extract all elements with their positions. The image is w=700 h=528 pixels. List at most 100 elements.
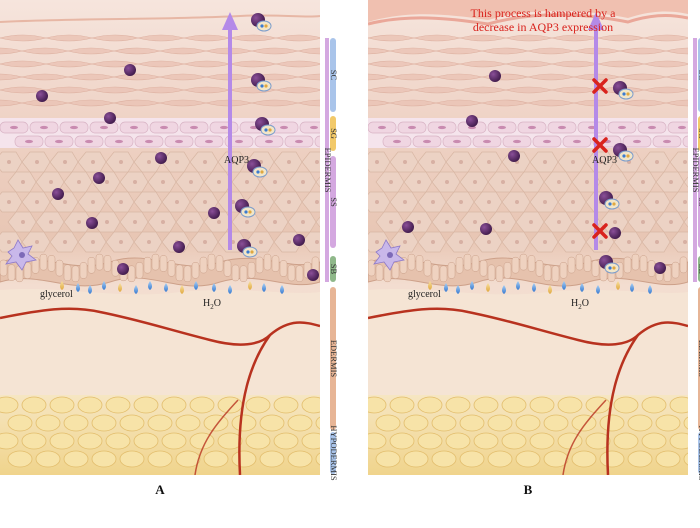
water-drop-icon xyxy=(548,285,552,294)
glycerol-label: glycerol xyxy=(40,289,73,300)
epidermis-tag-label: EPIDERMIS xyxy=(323,148,333,193)
blocked-cross-icon xyxy=(592,78,608,94)
layer-tag-label: SB xyxy=(697,264,700,275)
glycerol-molecule-icon xyxy=(293,234,305,246)
h2o-label: H2O xyxy=(571,298,589,311)
blocked-cross-icon xyxy=(592,137,608,153)
stratum-basale xyxy=(368,253,688,287)
glycerol-molecule-icon xyxy=(508,150,520,162)
aqp3-label: AQP3 xyxy=(592,155,617,166)
water-drop-icon xyxy=(502,285,506,294)
glycerol-molecule-icon xyxy=(124,64,136,76)
annotation-line: decrease in AQP3 expression xyxy=(473,20,613,34)
layer-tag-label: SC xyxy=(697,70,700,81)
layer-tag-label: HYPODERMIS xyxy=(697,425,700,481)
inflamed-surface xyxy=(368,0,688,22)
aqp3-label: AQP3 xyxy=(224,155,249,166)
aqp3-channel-icon xyxy=(613,143,634,162)
layer-tag-label: SB xyxy=(329,264,339,275)
layer-tag-label: EDERMIS xyxy=(697,340,700,378)
blood-vessel-branch xyxy=(238,334,272,475)
panel-label: A xyxy=(155,482,165,497)
stratum-basale xyxy=(0,253,320,287)
aqp3-channel-icon xyxy=(247,159,268,178)
water-drop-icon xyxy=(148,281,152,290)
water-drop-icon xyxy=(428,281,432,290)
water-drop-icon xyxy=(444,283,448,292)
glycerol-molecule-icon xyxy=(36,90,48,102)
layer-tag-label: SC xyxy=(329,70,339,81)
aqp3-channel-icon xyxy=(255,117,276,136)
glycerol-label: glycerol xyxy=(408,289,441,300)
glycerol-molecule-icon xyxy=(93,172,105,184)
stratum-granulosum xyxy=(368,118,688,148)
h2o-label: H2O xyxy=(203,298,221,311)
aqp3-channel-icon xyxy=(599,255,620,274)
glycerol-molecule-icon xyxy=(208,207,220,219)
blocked-cross-icon xyxy=(592,223,608,239)
hypodermis xyxy=(368,395,688,475)
water-drop-icon xyxy=(456,285,460,294)
layer-tag-bar xyxy=(330,156,336,248)
glycerol-molecule-icon xyxy=(117,263,129,275)
water-drop-icon xyxy=(212,283,216,292)
glycerol-molecule-icon xyxy=(155,152,167,164)
glycerol-molecule-icon xyxy=(402,221,414,233)
aqp3-channel-icon xyxy=(613,81,634,100)
water-drop-icon xyxy=(164,283,168,292)
glycerol-molecule-icon xyxy=(480,223,492,235)
layer-tag-label: HYPODERMIS xyxy=(329,425,339,481)
panel-label: B xyxy=(524,482,533,497)
glycerol-molecule-icon xyxy=(489,70,501,82)
glycerol-molecule-icon xyxy=(307,269,319,281)
dendritic-cell-icon xyxy=(5,239,37,271)
aqp3-channel-icon xyxy=(235,199,256,218)
water-drop-icon xyxy=(532,283,536,292)
water-drop-icon xyxy=(562,281,566,290)
water-drop-icon xyxy=(470,281,474,290)
water-drop-icon xyxy=(194,281,198,290)
glycerol-molecule-icon xyxy=(52,188,64,200)
water-drop-icon xyxy=(596,285,600,294)
water-drop-icon xyxy=(118,283,122,292)
layer-tag-label: EDERMIS xyxy=(329,340,339,378)
glycerol-molecule-icon xyxy=(654,262,666,274)
water-drop-icon xyxy=(516,281,520,290)
glycerol-molecule-icon xyxy=(173,241,185,253)
layer-tag-bar xyxy=(330,116,336,151)
blood-vessel-branch xyxy=(606,334,640,475)
layer-tag-bar xyxy=(330,38,336,112)
water-drop-icon xyxy=(262,283,266,292)
glycerol-molecule-icon xyxy=(466,115,478,127)
water-drop-icon xyxy=(630,283,634,292)
layer-tag-label: SS xyxy=(329,197,339,207)
water-drop-icon xyxy=(616,281,620,290)
annotation-line: This process is hampered by a xyxy=(471,6,617,20)
water-drop-icon xyxy=(248,281,252,290)
hypodermis xyxy=(0,395,320,475)
water-drop-icon xyxy=(180,285,184,294)
water-drop-icon xyxy=(280,285,284,294)
aqp3-channel-icon xyxy=(599,191,620,210)
water-drop-icon xyxy=(580,283,584,292)
aqp3-channel-icon xyxy=(237,239,258,258)
dendritic-cell-icon xyxy=(373,239,405,271)
water-drop-icon xyxy=(102,281,106,290)
water-drop-icon xyxy=(486,283,490,292)
water-drop-icon xyxy=(60,281,64,290)
layer-tags: SC SG SS SB EDERMIS HYPODERMIS EPIDERMIS xyxy=(323,38,339,481)
layer-tag-bar xyxy=(330,256,336,282)
blood-vessel xyxy=(368,307,688,346)
water-drop-icon xyxy=(134,285,138,294)
water-drop-icon xyxy=(648,285,652,294)
glycerol-molecule-icon xyxy=(86,217,98,229)
aqp3-channel-icon xyxy=(251,13,272,32)
epidermis-tag-label: EPIDERMIS xyxy=(691,148,700,193)
water-drop-icon xyxy=(88,285,92,294)
layer-tag-label: SG xyxy=(329,128,339,139)
layer-tag-label: SG xyxy=(697,128,700,139)
glycerol-molecule-icon xyxy=(609,227,621,239)
